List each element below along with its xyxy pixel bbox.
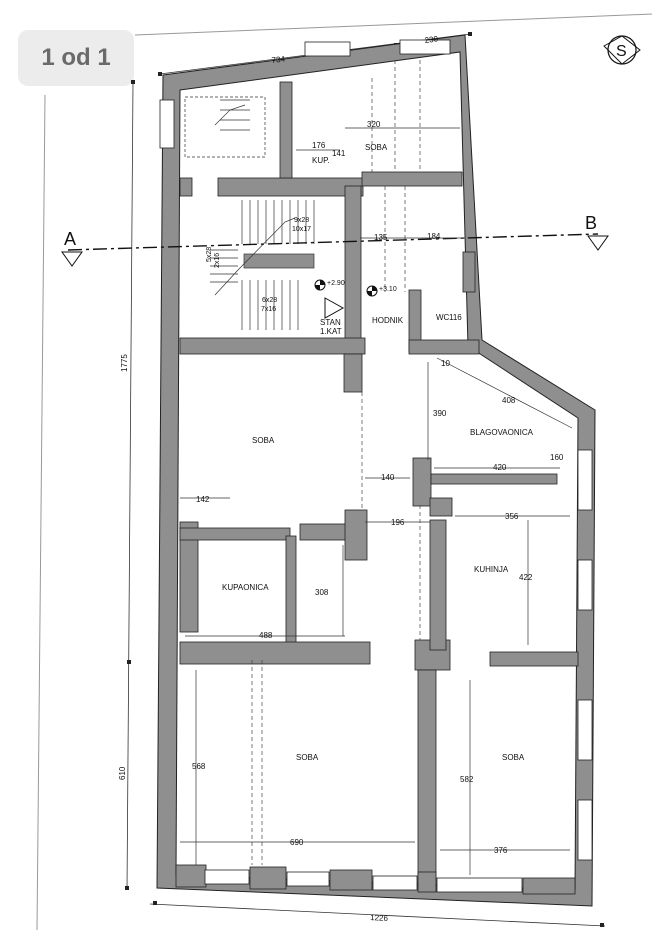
dim-376: 376 (494, 846, 508, 855)
tick (127, 660, 131, 664)
dim-176: 176 (312, 141, 326, 150)
dim-140: 140 (381, 473, 395, 482)
tick (158, 72, 162, 76)
dim-141: 141 (332, 149, 346, 158)
stair-label-upper2: 10x17 (292, 226, 311, 233)
dim-422: 422 (519, 573, 533, 582)
door-swings (251, 60, 555, 865)
stair-label-lower1: 6x28 (262, 297, 277, 304)
tick (153, 901, 157, 905)
dim-184: 184 (427, 232, 441, 241)
room-label-kup: KUP. (312, 156, 330, 165)
sheet-edge-top (134, 13, 652, 36)
dim-610: 610 (118, 766, 127, 780)
dim-1226: 1226 (370, 913, 389, 923)
tick (468, 32, 472, 36)
tick (600, 923, 604, 927)
dim-420: 420 (493, 463, 507, 472)
room-label-kupaonica: KUPAONICA (222, 583, 269, 592)
section-label-a: A (64, 229, 76, 249)
dim-142: 142 (196, 495, 210, 504)
section-line (61, 233, 609, 267)
tick (394, 43, 398, 47)
dim-10: 10 (441, 359, 450, 368)
level-label-hallway: +3.10 (379, 286, 397, 293)
outer-dimension-lines (126, 33, 606, 927)
dim-160: 160 (550, 453, 564, 462)
room-label-stan: STAN (320, 318, 341, 327)
windows (159, 39, 593, 893)
tick (125, 886, 129, 890)
room-label-wc: WC (436, 313, 450, 322)
level-label-landing: +2.90 (327, 280, 345, 287)
walls (156, 34, 596, 907)
room-label-soba-top: SOBA (365, 143, 388, 152)
dim-135: 135 (374, 233, 388, 242)
stair-treads (210, 200, 315, 330)
compass-icon (603, 35, 641, 65)
room-label-hodnik: HODNIK (372, 316, 404, 325)
dim-196: 196 (391, 518, 405, 527)
dim-408: 408 (502, 396, 516, 405)
dimension-lines (180, 127, 573, 875)
room-label-soba-bottom-left: SOBA (296, 753, 319, 762)
dim-582: 582 (460, 775, 474, 784)
room-label-kuhinja: KUHINJA (474, 565, 509, 574)
stair-upper-detail (184, 96, 266, 158)
dim-308: 308 (315, 588, 329, 597)
room-label-stan-level: 1.KAT (320, 327, 342, 336)
room-label-soba-bottom-right: SOBA (502, 753, 525, 762)
dim-1775: 1775 (120, 354, 129, 372)
stair-label-lower2: 7x16 (261, 306, 276, 313)
sheet-edge-left (36, 94, 46, 931)
compass-label: S (616, 43, 627, 60)
dim-390: 390 (433, 409, 447, 418)
stair-label-upper: 9x28 (294, 217, 309, 224)
room-label-blagovaonica: BLAGOVAONICA (470, 428, 534, 437)
dim-690: 690 (290, 838, 304, 847)
dim-230: 230 (424, 34, 439, 45)
level-marker-icon (314, 279, 378, 319)
dim-116: 116 (449, 313, 462, 322)
stair-label-left2: 2x16 (214, 253, 221, 268)
dim-568: 568 (192, 762, 206, 771)
section-label-b: B (585, 213, 597, 233)
dim-488: 488 (259, 631, 273, 640)
dim-356: 356 (505, 512, 519, 521)
room-label-soba-mid: SOBA (252, 436, 275, 445)
dim-734: 734 (271, 54, 286, 65)
stair-label-left1: 5x28 (206, 247, 213, 262)
page-indicator: 1 od 1 (18, 30, 134, 86)
interior-walls (175, 81, 579, 895)
dim-320: 320 (367, 120, 381, 129)
